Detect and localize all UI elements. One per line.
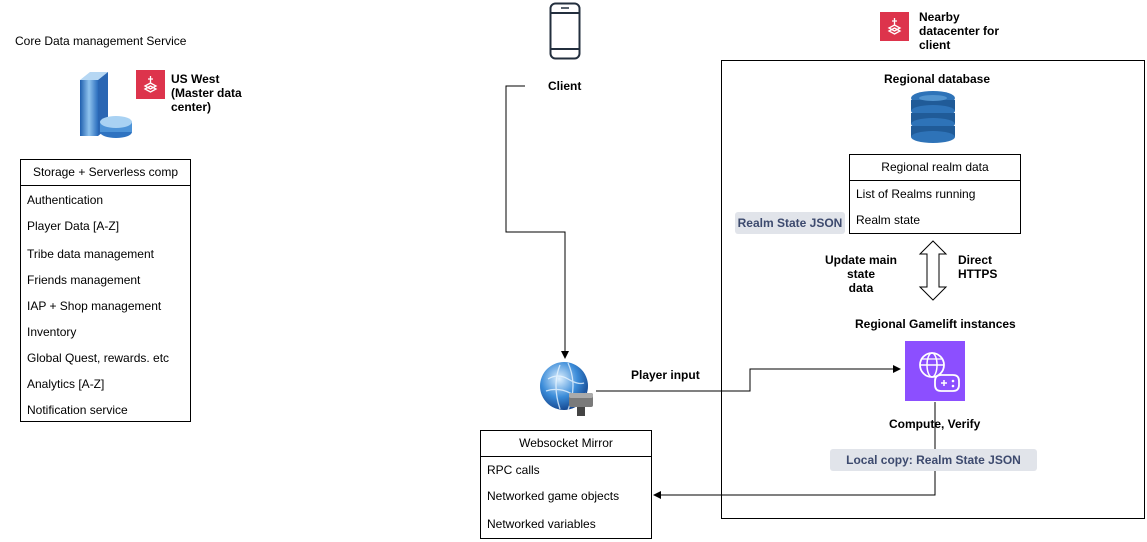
storage-box-header: Storage + Serverless comp: [21, 160, 190, 186]
us-west-label: US West (Master data center): [171, 72, 242, 114]
update-main-state-label: Update main state data: [824, 253, 897, 295]
storage-item: Notification service: [27, 403, 128, 417]
player-input-label: Player input: [631, 368, 700, 382]
regional-realm-data-box: Regional realm data List of Realms runni…: [849, 154, 1021, 234]
websocket-mirror-box: Websocket Mirror RPC calls Networked gam…: [480, 430, 652, 539]
core-service-title: Core Data management Service: [15, 34, 187, 48]
realm-item: List of Realms running: [856, 187, 976, 201]
direct-https-label: Direct HTTPS: [958, 253, 998, 281]
gamelift-to-websocket-connector: [653, 402, 936, 499]
storage-item: Global Quest, rewards. etc: [27, 351, 170, 365]
websocket-item: RPC calls: [487, 463, 540, 477]
websocket-item: Networked variables: [487, 517, 596, 531]
regional-database-title: Regional database: [884, 72, 991, 86]
nearby-region-flag-icon: [880, 12, 909, 41]
websocket-box-header: Websocket Mirror: [481, 431, 651, 457]
storage-item: Inventory: [27, 325, 77, 339]
gamelift-icon: [905, 341, 965, 401]
realm-item: Realm state: [856, 213, 921, 227]
region-flag-icon: [136, 70, 165, 99]
nearby-datacenter-label: Nearby datacenter for client: [919, 10, 1000, 52]
storage-serverless-box: Storage + Serverless comp Authentication…: [20, 159, 191, 422]
server-icon: [80, 72, 132, 138]
realm-box-header: Regional realm data: [850, 155, 1020, 181]
bidirectional-arrow: [918, 240, 948, 301]
datacenter-container: [721, 60, 1145, 519]
web-server-globe-icon: [540, 362, 593, 416]
player-input-connector: [596, 365, 901, 392]
websocket-item: Networked game objects: [487, 489, 620, 503]
storage-item: IAP + Shop management: [27, 299, 162, 313]
client-label: Client: [548, 79, 582, 93]
client-connector: [505, 85, 569, 359]
storage-item: Tribe data management: [27, 247, 154, 261]
mobile-phone-icon: [549, 2, 581, 60]
storage-item: Friends management: [27, 273, 141, 287]
realm-state-json-tag: Realm State JSON: [735, 212, 845, 234]
compute-verify-label: Compute, Verify: [889, 417, 981, 431]
storage-item: Player Data [A-Z]: [27, 219, 120, 233]
dynamodb-icon: [911, 91, 955, 143]
gamelift-instances-title: Regional Gamelift instances: [855, 317, 1016, 331]
storage-item: Authentication: [27, 193, 104, 207]
local-copy-json-tag: Local copy: Realm State JSON: [830, 449, 1037, 471]
storage-item: Analytics [A-Z]: [27, 377, 105, 391]
